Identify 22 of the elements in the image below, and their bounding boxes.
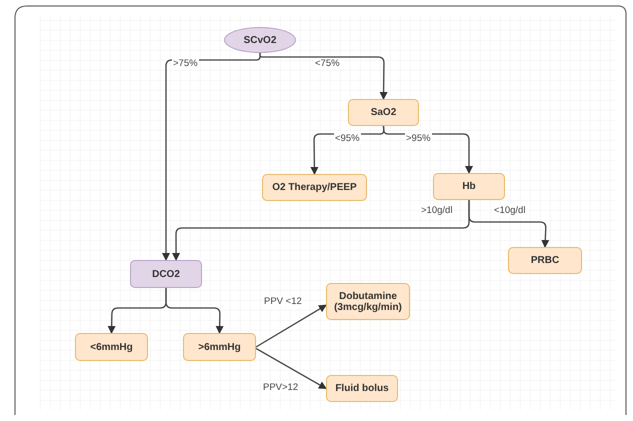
process-box: Fluid bolus <box>326 375 398 402</box>
arrow <box>259 53 388 100</box>
edge-label: PPV <12 <box>263 296 303 307</box>
edge-label: <75% <box>314 58 341 69</box>
edge-label: >10g/dl <box>420 205 454 216</box>
arrow <box>165 288 224 334</box>
edge-label: PPV>12 <box>262 382 300 393</box>
edge-label: <10g/dl <box>493 205 526 216</box>
process-box: DCO2 <box>130 260 202 288</box>
edge-label: >95% <box>405 133 432 144</box>
process-box: SaO2 <box>348 99 419 126</box>
arrow <box>256 348 327 390</box>
edge-label: <95% <box>334 133 361 144</box>
process-box: O2 Therapy/PEEP <box>262 174 367 201</box>
process-box: PRBC <box>508 247 582 274</box>
arrow <box>468 200 550 248</box>
process-box: Dobutamine (3mcg/kg/min) <box>326 283 410 320</box>
process-box: <6mmHg <box>75 333 148 361</box>
process-box: Hb <box>433 173 505 200</box>
edge-label: >75% <box>172 58 199 69</box>
process-box: >6mmHg <box>183 333 256 361</box>
arrow <box>256 304 327 348</box>
